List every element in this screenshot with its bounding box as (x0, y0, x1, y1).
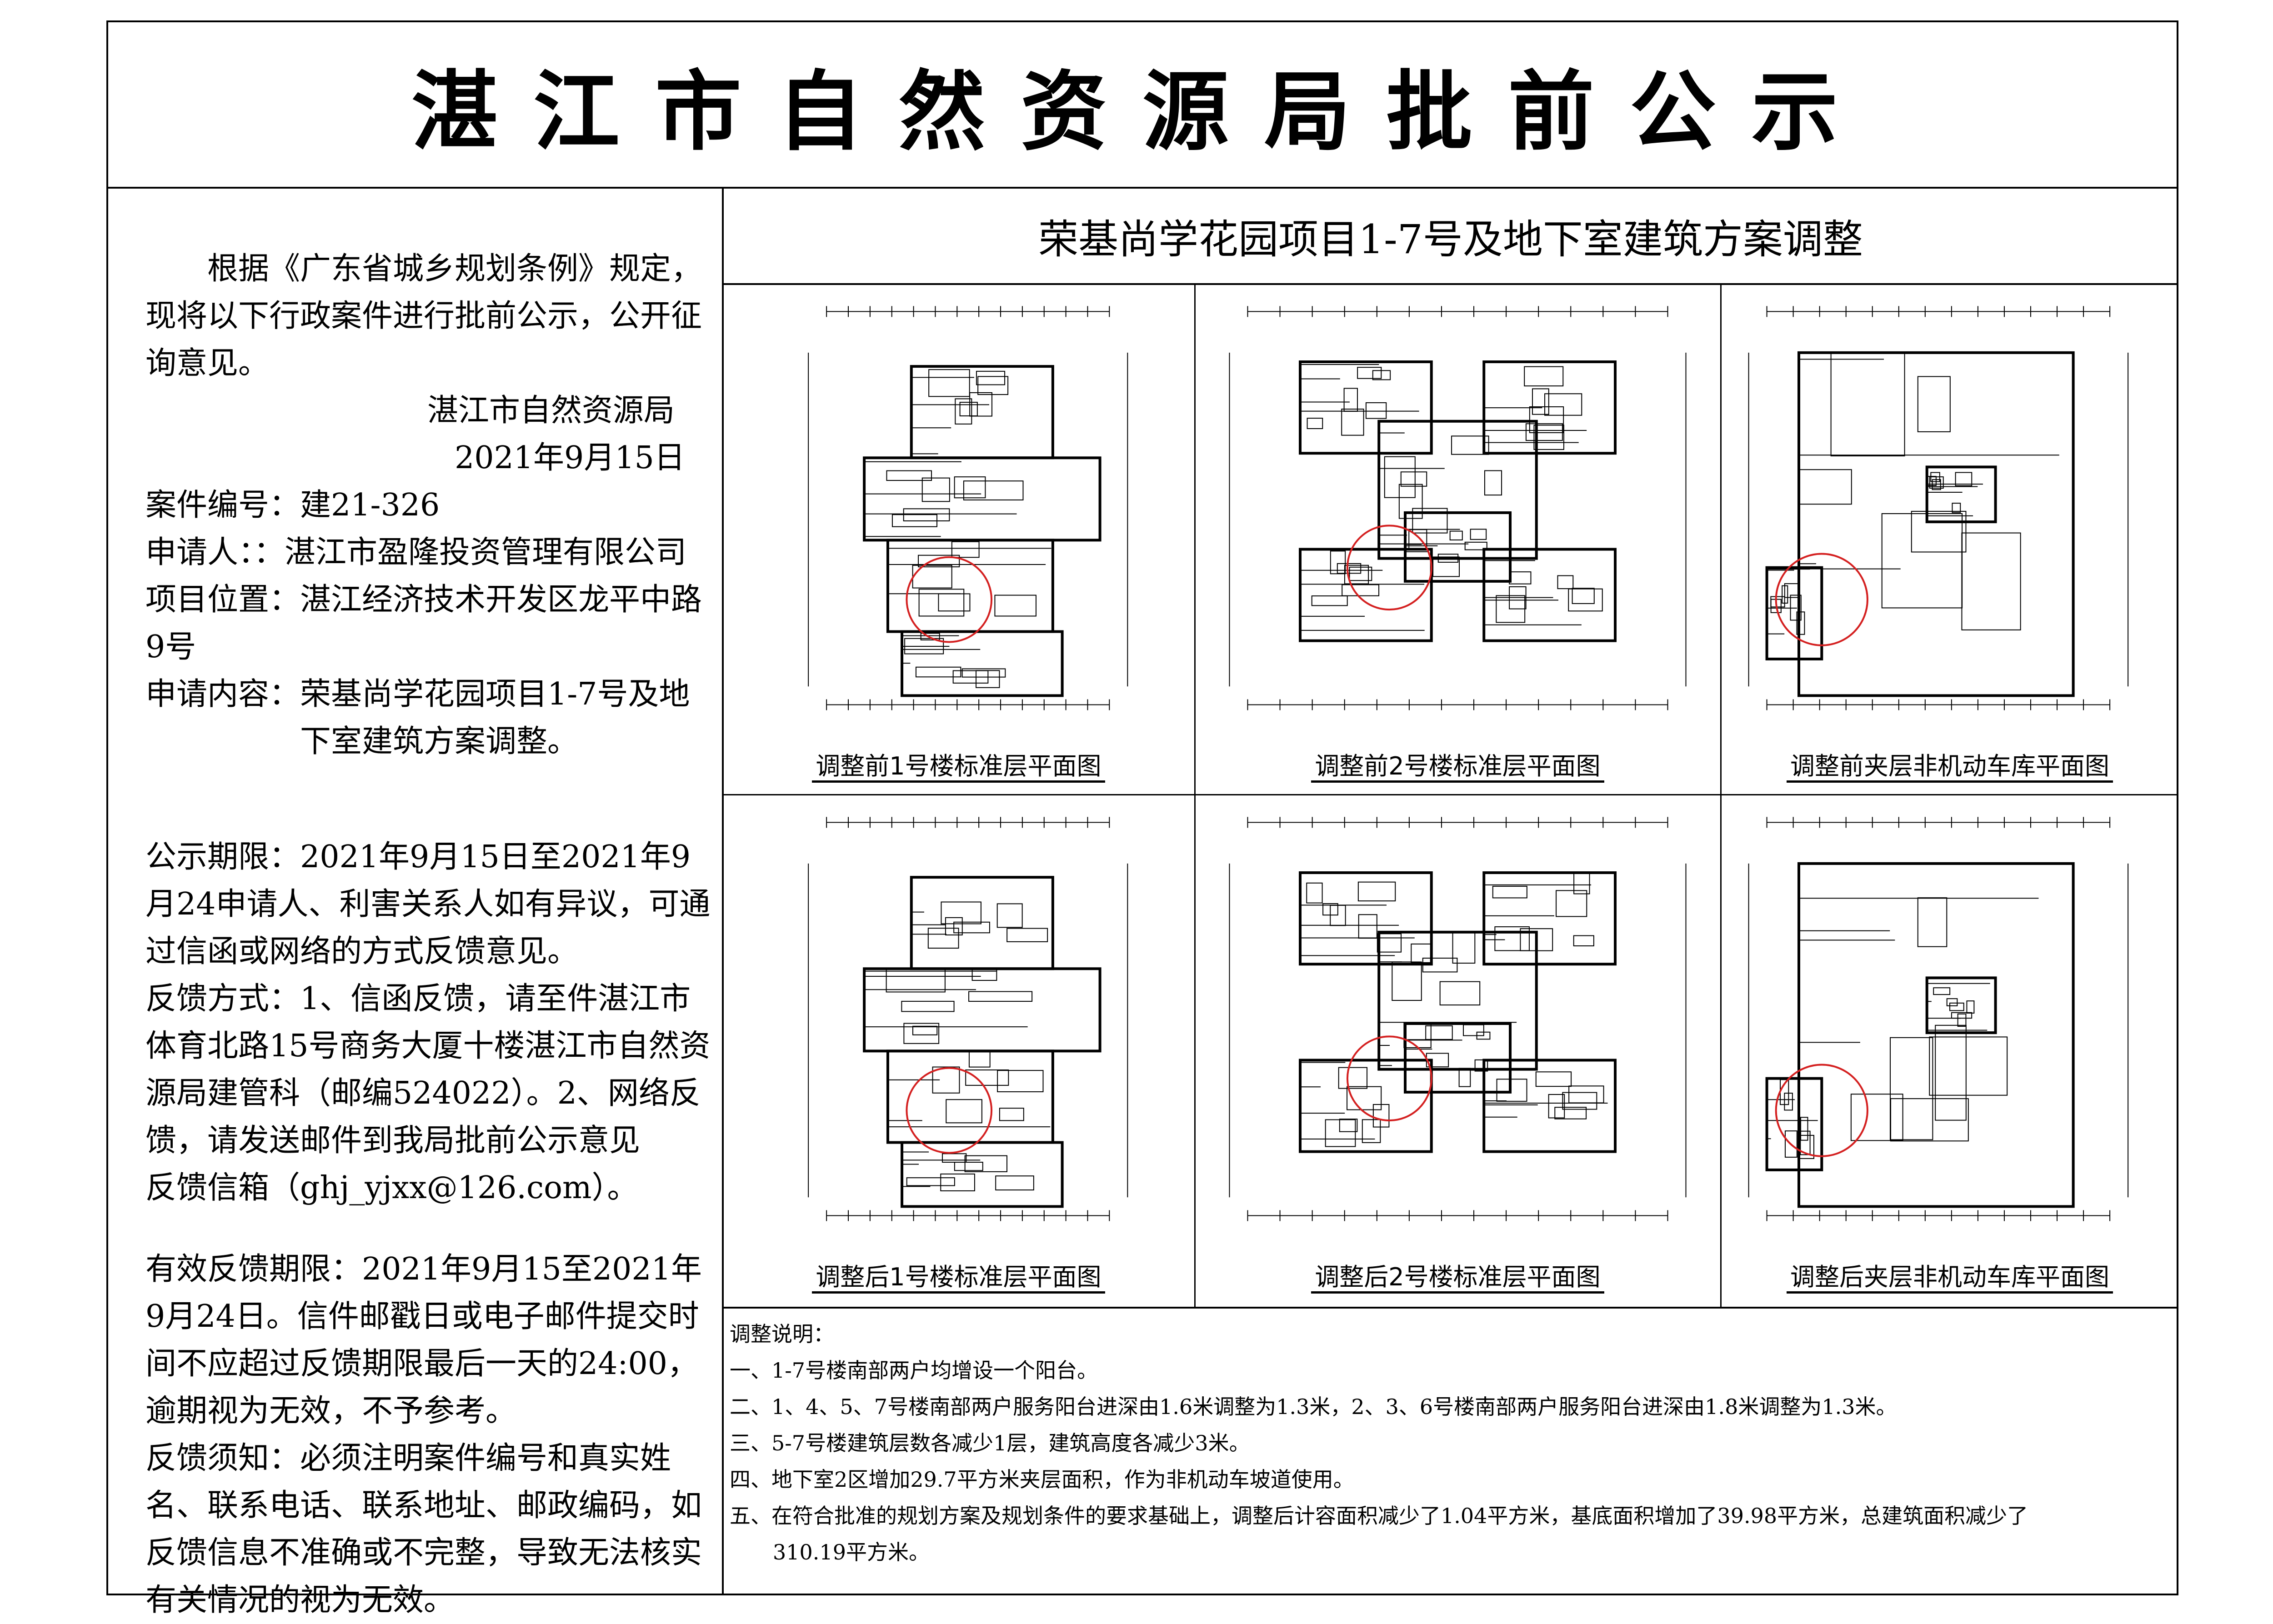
divider (106, 187, 2178, 189)
note-item: 二、1、4、5、7号楼南部两户服务阳台进深由1.6米调整为1.3米，2、3、6号… (730, 1394, 1897, 1419)
feedback-notice: 反馈须知：必须注明案件编号和真实姓名、联系电话、联系地址、邮政编码，如反馈信息不… (145, 1440, 702, 1618)
floor-plan-drawing (1229, 306, 1687, 710)
plan-caption: 调整后1号楼标准层平面图 (723, 1257, 1194, 1294)
divider (1194, 284, 1196, 1307)
content: 荣基尚学花园项目1-7号及地下室建筑方案调整。 (300, 676, 690, 760)
notice-text: 根据《广东省城乡规划条例》规定，现将以下行政案件进行批前公示，公开征询意见。 湛… (145, 245, 718, 1624)
plan-caption-text: 调整前夹层非机动车库平面图 (1787, 752, 2113, 783)
notice-frame (106, 20, 2178, 1595)
divider (723, 794, 2178, 795)
notes-heading: 调整说明： (730, 1322, 834, 1346)
plan-caption-text: 调整前1号楼标准层平面图 (812, 752, 1105, 783)
floor-plan-panel: 调整前2号楼标准层平面图 (1195, 284, 1720, 796)
plan-caption-text: 调整后1号楼标准层平面图 (812, 1263, 1105, 1294)
applicant: 申请人：：湛江市盈隆投资管理有限公司 (145, 535, 687, 570)
highlight-circle (1346, 1035, 1432, 1122)
highlight-circle (1346, 525, 1432, 611)
highlight-circle (1775, 1064, 1868, 1157)
email: 反馈信箱（ghj_yjxx@126.com）。 (145, 1170, 638, 1206)
highlight-circle (906, 556, 993, 643)
location: 项目位置：湛江经济技术开发区龙平中路9号 (145, 582, 702, 665)
feedback: 反馈方式：1、信函反馈，请至件湛江市体育北路15号商务大厦十楼湛江市自然资源局建… (145, 981, 711, 1159)
page-title: 湛江市自然资源局批前公示 (411, 61, 1873, 162)
case-number: 案件编号：建21-326 (145, 487, 440, 523)
floor-plan-panel: 调整后1号楼标准层平面图 (723, 795, 1194, 1307)
project-subtitle: 荣基尚学花园项目1-7号及地下室建筑方案调整 (1038, 215, 1863, 263)
plan-caption: 调整前2号楼标准层平面图 (1195, 746, 1720, 783)
floor-plan-panel: 调整后夹层非机动车库平面图 (1721, 795, 2178, 1307)
divider (1720, 284, 1722, 1307)
adjustment-notes: 调整说明： 一、1-7号楼南部两户均增设一个阳台。 二、1、4、5、7号楼南部两… (730, 1316, 2171, 1570)
date: 2021年9月15日 (455, 440, 685, 476)
floor-plan-panel: 调整后2号楼标准层平面图 (1195, 795, 1720, 1307)
floor-plan-panel: 调整前夹层非机动车库平面图 (1721, 284, 2178, 796)
highlight-circle (906, 1067, 993, 1154)
content-label: 申请内容： (145, 676, 300, 712)
plan-caption: 调整后2号楼标准层平面图 (1195, 1257, 1720, 1294)
plan-caption-text: 调整后2号楼标准层平面图 (1311, 1263, 1604, 1294)
highlight-circle (1775, 553, 1868, 646)
note-item: 四、地下室2区增加29.7平方米夹层面积，作为非机动车坡道使用。 (730, 1467, 1354, 1492)
plan-caption: 调整后夹层非机动车库平面图 (1721, 1257, 2178, 1294)
valid-period: 有效反馈期限：2021年9月15至2021年9月24日。信件邮戳日或电子邮件提交… (145, 1251, 702, 1429)
plan-caption-text: 调整前2号楼标准层平面图 (1311, 752, 1604, 783)
note-item: 310.19平方米。 (773, 1540, 930, 1564)
floor-plan-drawing (1748, 817, 2129, 1221)
floor-plan-drawing (1229, 817, 1687, 1221)
floor-plan-drawing (808, 306, 1128, 710)
plan-caption-text: 调整后夹层非机动车库平面图 (1787, 1263, 2113, 1294)
divider (723, 283, 2178, 285)
floor-plan-panel: 调整前1号楼标准层平面图 (723, 284, 1194, 796)
divider (722, 188, 724, 1595)
note-item: 五、在符合批准的规划方案及规划条件的要求基础上，调整后计容面积减少了1.04平方… (730, 1504, 2028, 1528)
note-item: 三、5-7号楼建筑层数各减少1层，建筑高度各减少3米。 (730, 1431, 1250, 1455)
floor-plan-drawing (1748, 306, 2129, 710)
period: 公示期限：2021年9月15日至2021年9月24申请人、利害关系人如有异议，可… (145, 839, 711, 969)
plan-caption: 调整前1号楼标准层平面图 (723, 746, 1194, 783)
plan-caption: 调整前夹层非机动车库平面图 (1721, 746, 2178, 783)
issuer: 湛江市自然资源局 (427, 393, 675, 429)
note-item: 一、1-7号楼南部两户均增设一个阳台。 (730, 1358, 1098, 1383)
floor-plan-drawing (808, 817, 1128, 1221)
intro: 根据《广东省城乡规划条例》规定，现将以下行政案件进行批前公示，公开征询意见。 (145, 251, 702, 381)
divider (723, 1307, 2178, 1309)
